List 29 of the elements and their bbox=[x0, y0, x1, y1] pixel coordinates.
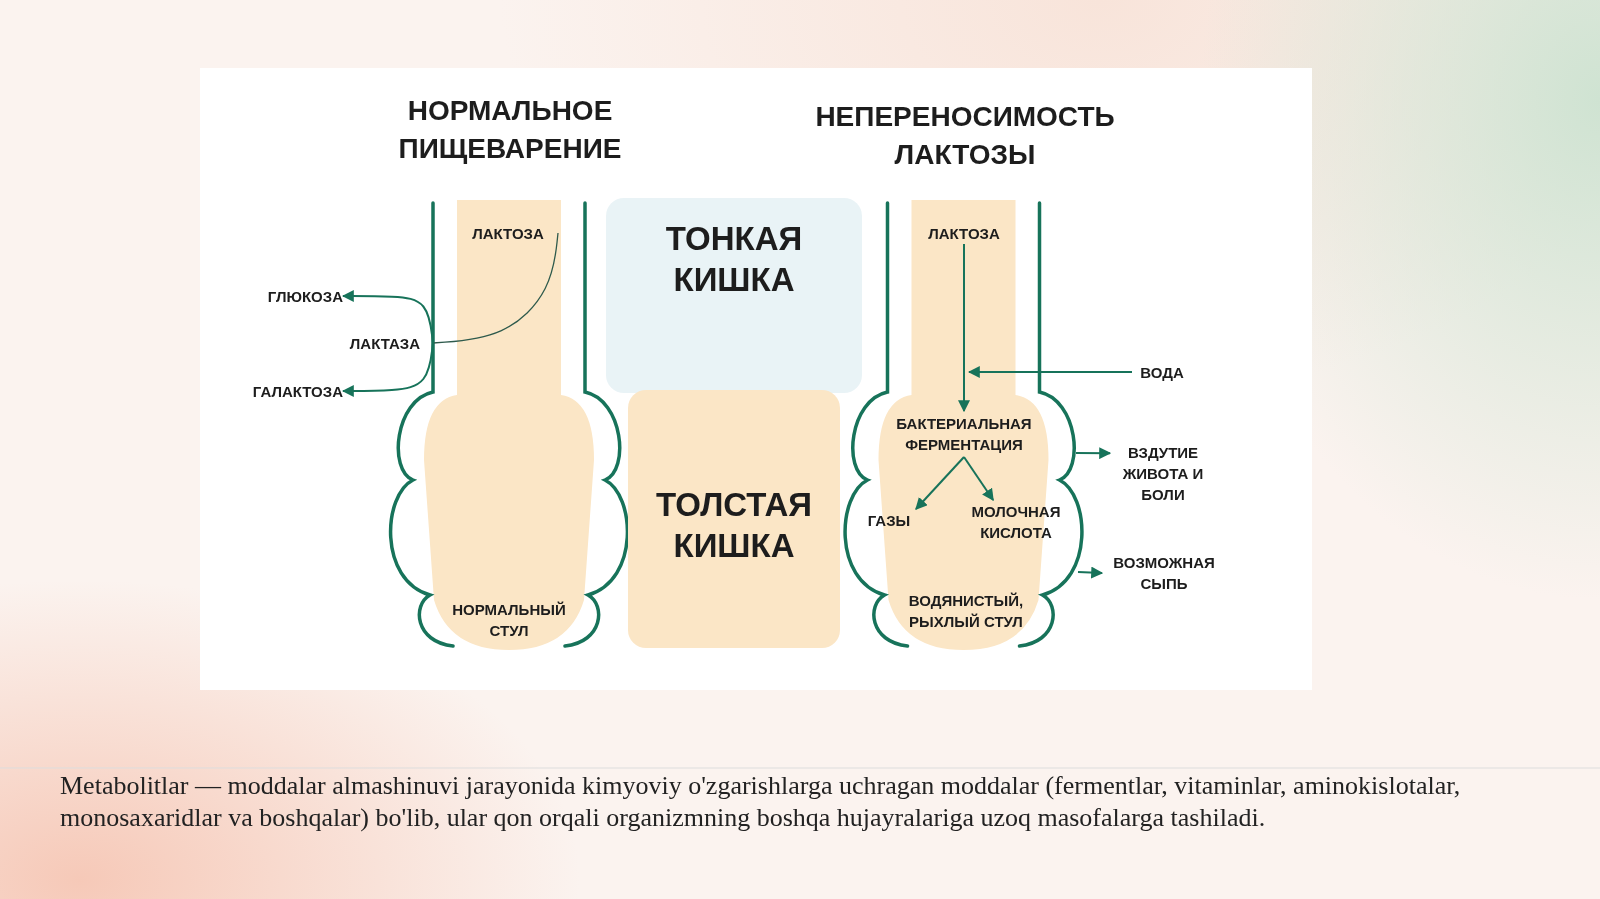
text-label: НОРМАЛЬНЫЙ СТУЛ bbox=[451, 600, 567, 641]
arrow bbox=[341, 342, 434, 397]
arrow bbox=[341, 290, 434, 344]
arrow bbox=[1075, 447, 1112, 460]
caption: Metabolitlar — moddalar almashinuvi jarayonida kimyoviy o'zgarishlarga uchragan moddalar (fermentlar, vitaminlar, aminokislotalar, monosaxaridlar va boshqalar) bo'lib, ular qon orqali organizmning boshqa hujayralariga uzoq masofalarga tashiladi. bbox=[60, 770, 1462, 834]
intestine-region bbox=[628, 390, 840, 648]
text-label: ГЛЮКОЗА bbox=[267, 286, 343, 307]
arrow bbox=[958, 243, 970, 413]
heading: НЕПЕРЕНОСИМОСТЬ ЛАКТОЗЫ bbox=[814, 100, 1116, 172]
text-label: БАКТЕРИАЛЬНАЯ ФЕРМЕНТАЦИЯ bbox=[895, 414, 1033, 455]
text-label: ЛАКТОЗА bbox=[472, 223, 544, 244]
heading: НОРМАЛЬНОЕ ПИЩЕВАРЕНИЕ bbox=[397, 94, 623, 166]
arrow bbox=[967, 366, 1133, 378]
text-label: ВОДА bbox=[1140, 362, 1184, 383]
arrow bbox=[1077, 566, 1104, 579]
arrow bbox=[963, 456, 995, 501]
text-label: МОЛОЧНАЯ КИСЛОТА bbox=[970, 502, 1062, 543]
text-label: ВОЗМОЖНАЯ СЫПЬ bbox=[1112, 553, 1216, 594]
region-label: ТОЛСТАЯ КИШКА bbox=[655, 485, 813, 566]
intestine-region bbox=[606, 198, 862, 393]
arrow bbox=[915, 456, 965, 510]
text-label: ГАЗЫ bbox=[867, 510, 911, 531]
region-label: ТОНКАЯ КИШКА bbox=[664, 219, 804, 300]
text-label: ВЗДУТИЕ ЖИВОТА И БОЛИ bbox=[1121, 442, 1205, 505]
connector-line bbox=[432, 232, 559, 344]
text-label: ГАЛАКТОЗА bbox=[252, 381, 343, 402]
text-label: ЛАКТАЗА bbox=[349, 333, 420, 354]
text-label: ЛАКТОЗА bbox=[928, 223, 1000, 244]
text-label: ВОДЯНИСТЫЙ, РЫХЛЫЙ СТУЛ bbox=[907, 591, 1025, 632]
